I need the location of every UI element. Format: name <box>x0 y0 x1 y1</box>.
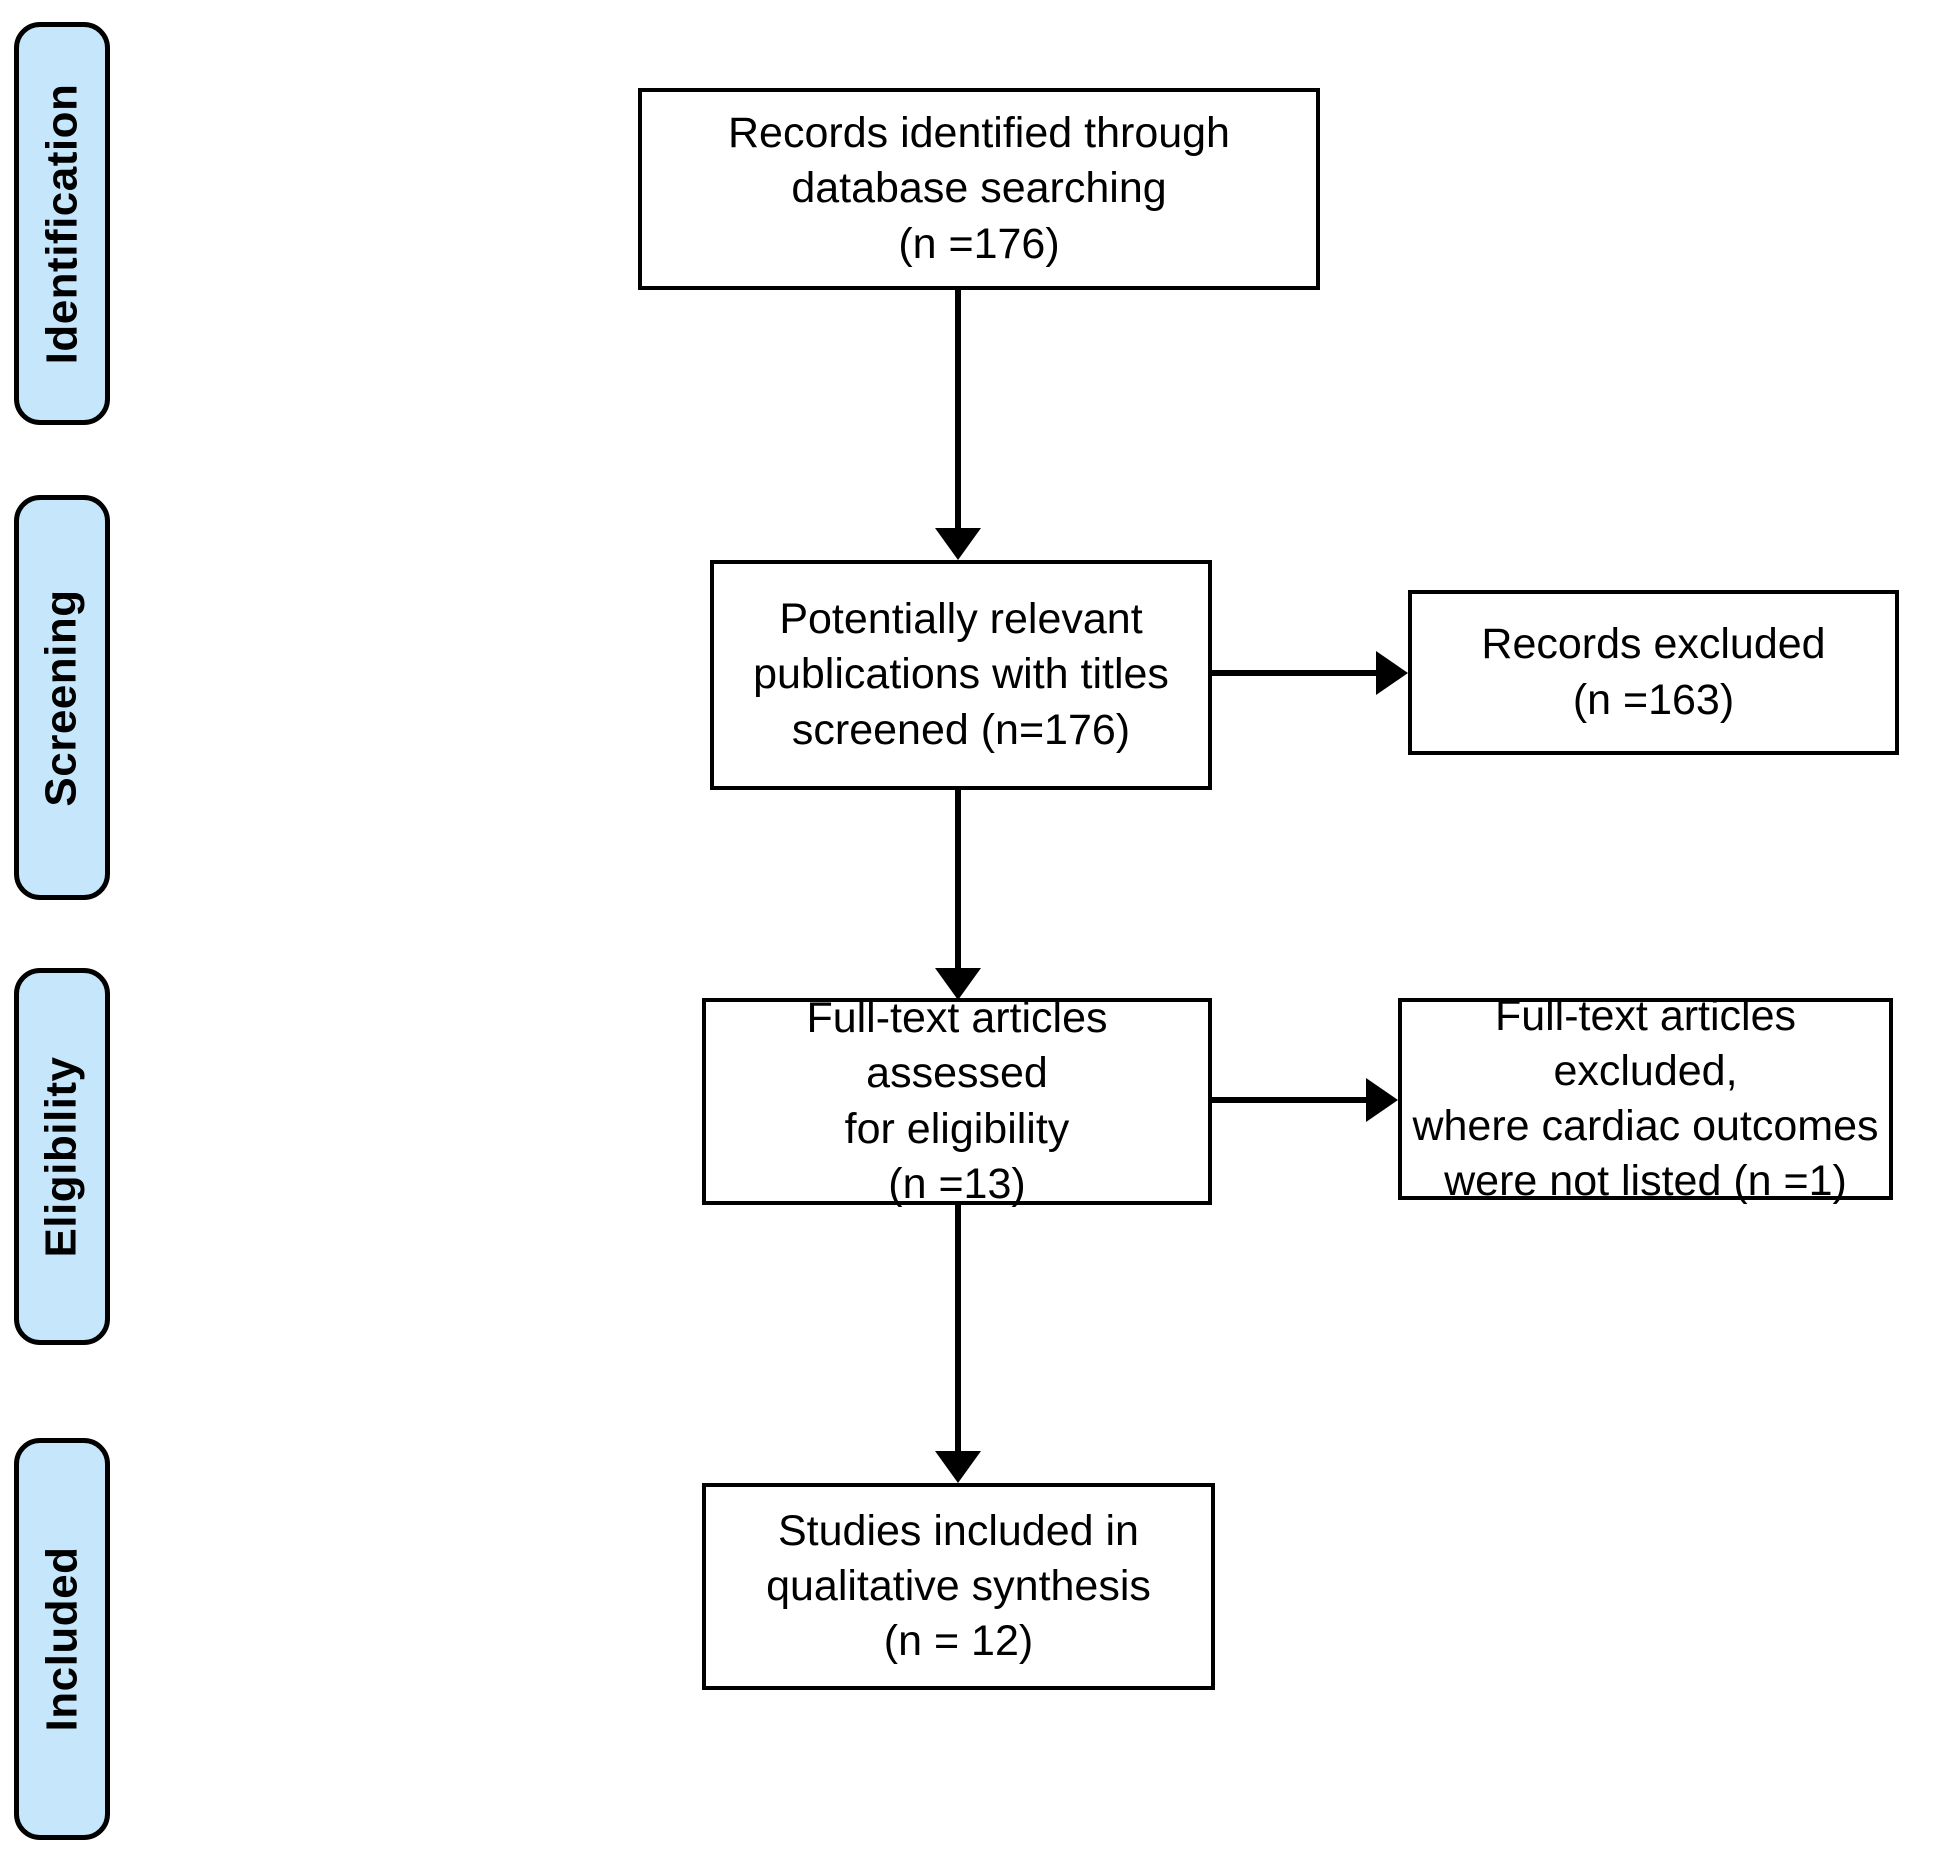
box-titles-screened-text: Potentially relevant publications with t… <box>753 595 1169 754</box>
connector-identified-to-screened-arrowhead <box>935 528 981 560</box>
connector-screened-to-excluded-arrowhead <box>1376 651 1408 695</box>
stage-pill-identification: Identification <box>14 22 110 425</box>
stage-pill-included: Included <box>14 1438 110 1840</box>
box-records-excluded: Records excluded (n =163) <box>1408 590 1899 755</box>
box-records-identified: Records identified through database sear… <box>638 88 1320 290</box>
box-studies-included: Studies included in qualitative synthesi… <box>702 1483 1215 1690</box>
connector-screened-to-fulltext-line <box>955 790 961 972</box>
box-records-excluded-text: Records excluded (n =163) <box>1481 620 1826 724</box>
box-fulltext-excluded-text: Full-text articles excluded, where cardi… <box>1412 991 1879 1206</box>
box-fulltext-assessed: Full-text articles assessed for eligibil… <box>702 994 1212 1208</box>
box-fulltext-excluded: Full-text articles excluded, where cardi… <box>1398 992 1893 1205</box>
connector-fulltext-to-included-line <box>955 1205 961 1455</box>
connector-fulltext-to-excluded-line <box>1212 1097 1374 1103</box>
box-studies-included-text: Studies included in qualitative synthesi… <box>766 1506 1151 1666</box>
stage-label-screening: Screening <box>37 588 86 807</box>
box-records-identified-text: Records identified through database sear… <box>728 109 1230 268</box>
box-titles-screened: Potentially relevant publications with t… <box>710 560 1212 790</box>
connector-screened-to-excluded-line <box>1212 670 1382 676</box>
connector-screened-to-fulltext-arrowhead <box>935 968 981 1000</box>
stage-label-eligibility: Eligibility <box>37 1055 87 1258</box>
stage-label-included: Included <box>37 1546 86 1732</box>
stage-pill-screening: Screening <box>14 495 110 900</box>
connector-identified-to-screened-line <box>955 290 961 530</box>
connector-fulltext-to-included-arrowhead <box>935 1451 981 1483</box>
connector-fulltext-to-excluded-arrowhead <box>1366 1078 1398 1122</box>
box-fulltext-assessed-text: Full-text articles assessed for eligibil… <box>806 994 1108 1208</box>
stage-pill-eligibility: Eligibility <box>14 968 110 1345</box>
stage-label-identification: Identification <box>37 83 86 364</box>
